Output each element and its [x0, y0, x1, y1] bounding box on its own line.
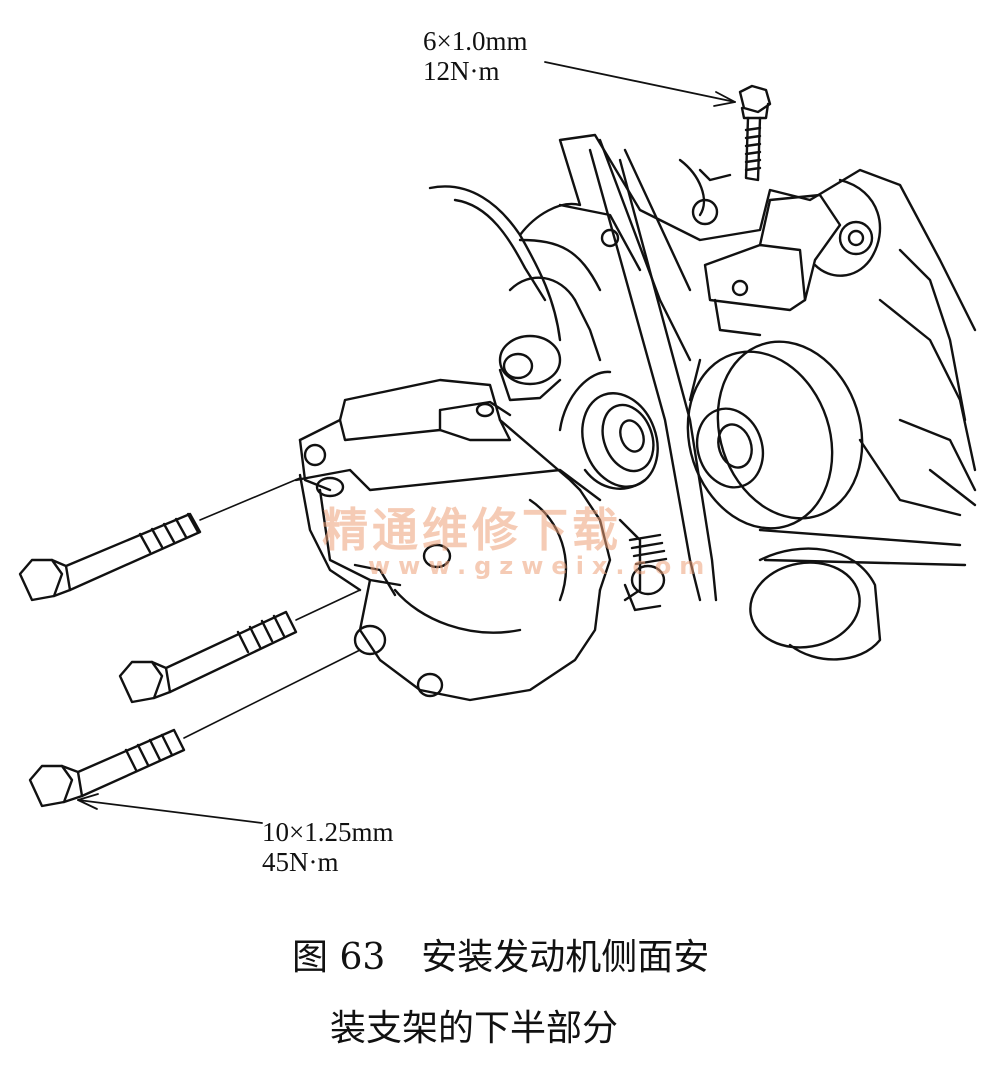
bottom-bolt-torque: 45N·m — [262, 847, 339, 877]
top-bolt — [738, 84, 772, 182]
lower-pulley — [749, 547, 882, 661]
main-pulley — [686, 340, 864, 530]
engine-block — [428, 133, 977, 517]
idler-pulley — [558, 370, 659, 490]
long-bolt-upper — [18, 477, 301, 602]
drive-belt — [588, 148, 967, 602]
callout-leaders — [77, 61, 736, 824]
bottom-bolt-spec: 10×1.25mm 45N·m — [262, 817, 393, 877]
side-mount-bracket — [294, 378, 642, 702]
top-bolt-spec: 6×1.0mm 12N·m — [423, 26, 527, 86]
top-bolt-size: 6×1.0mm — [423, 26, 528, 56]
figure-caption-line1: 图 63 安装发动机侧面安 — [292, 936, 709, 980]
upper-bracket — [703, 193, 842, 337]
watermark-text: 精通维修下载 — [322, 503, 622, 557]
figure-number: 图 63 — [292, 937, 386, 978]
pivot-boss — [498, 334, 562, 402]
long-bolt-middle — [118, 589, 361, 704]
tensioner-stud — [623, 533, 668, 612]
figure-caption-line2: 装支架的下半部分 — [330, 1008, 619, 1049]
caption-text-line1: 安装发动机侧面安 — [421, 937, 710, 978]
watermark-url: www.gzweix.com — [368, 552, 713, 580]
bottom-bolt-size: 10×1.25mm — [262, 817, 394, 847]
long-bolt-lower — [28, 649, 361, 808]
top-bolt-torque: 12N·m — [423, 56, 500, 86]
